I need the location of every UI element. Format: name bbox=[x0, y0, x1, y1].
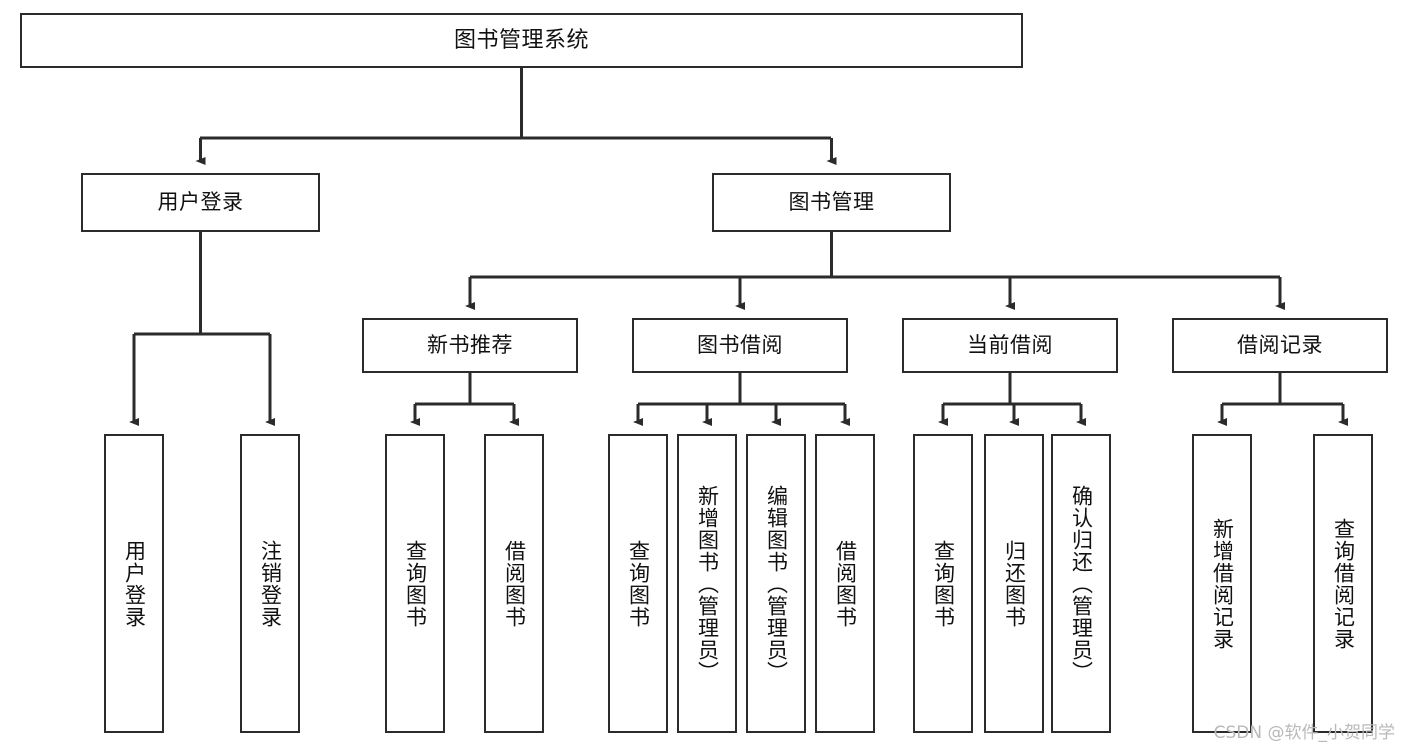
node-user-login[interactable]: 用户登录 bbox=[81, 173, 320, 232]
node-current-borrow[interactable]: 当前借阅 bbox=[902, 318, 1118, 373]
node-root[interactable]: 图书管理系统 bbox=[20, 13, 1023, 68]
leaf-return-book-label: 归还图书 bbox=[1002, 539, 1027, 628]
node-book-borrow-label: 图书借阅 bbox=[697, 333, 783, 358]
leaf-user-login-label: 用户登录 bbox=[122, 539, 147, 628]
node-root-label: 图书管理系统 bbox=[453, 27, 589, 53]
leaf-query-borrow-record-label: 查询借阅记录 bbox=[1331, 517, 1356, 650]
leaf-add-book-label: 新增图书（管理员） bbox=[695, 484, 720, 683]
leaf-add-borrow-record-label: 新增借阅记录 bbox=[1210, 517, 1235, 650]
node-book-manage-label: 图书管理 bbox=[788, 190, 875, 215]
leaf-edit-book[interactable]: 编辑图书（管理员） bbox=[746, 434, 806, 733]
node-book-manage[interactable]: 图书管理 bbox=[712, 173, 951, 232]
leaf-query-book-borrow-label: 查询图书 bbox=[626, 539, 651, 628]
node-book-borrow[interactable]: 图书借阅 bbox=[632, 318, 848, 373]
leaf-edit-book-label: 编辑图书（管理员） bbox=[764, 484, 789, 683]
leaf-query-book-current-label: 查询图书 bbox=[931, 539, 956, 628]
node-borrow-record-label: 借阅记录 bbox=[1237, 333, 1323, 358]
node-borrow-record[interactable]: 借阅记录 bbox=[1172, 318, 1388, 373]
leaf-add-borrow-record[interactable]: 新增借阅记录 bbox=[1192, 434, 1252, 733]
leaf-user-login[interactable]: 用户登录 bbox=[104, 434, 164, 733]
node-new-book-recommendation[interactable]: 新书推荐 bbox=[362, 318, 578, 373]
leaf-logout-label: 注销登录 bbox=[258, 539, 283, 628]
node-user-login-label: 用户登录 bbox=[157, 190, 244, 215]
leaf-borrow-book[interactable]: 借阅图书 bbox=[815, 434, 875, 733]
leaf-return-book[interactable]: 归还图书 bbox=[984, 434, 1044, 733]
leaf-query-book-borrow[interactable]: 查询图书 bbox=[608, 434, 668, 733]
leaf-confirm-return-label: 确认归还（管理员） bbox=[1069, 484, 1094, 683]
csdn-watermark: CSDN @软件_小贺同学 bbox=[1213, 723, 1395, 743]
leaf-add-book[interactable]: 新增图书（管理员） bbox=[677, 434, 737, 733]
leaf-logout[interactable]: 注销登录 bbox=[240, 434, 300, 733]
leaf-query-book-recommendation[interactable]: 查询图书 bbox=[385, 434, 445, 733]
leaf-confirm-return[interactable]: 确认归还（管理员） bbox=[1051, 434, 1111, 733]
leaf-query-book-current[interactable]: 查询图书 bbox=[913, 434, 973, 733]
leaf-borrow-book-recommendation[interactable]: 借阅图书 bbox=[484, 434, 544, 733]
leaf-borrow-book-recommendation-label: 借阅图书 bbox=[502, 539, 527, 628]
leaf-query-borrow-record[interactable]: 查询借阅记录 bbox=[1313, 434, 1373, 733]
node-current-borrow-label: 当前借阅 bbox=[967, 333, 1053, 358]
node-new-book-recommendation-label: 新书推荐 bbox=[427, 333, 513, 358]
leaf-query-book-recommendation-label: 查询图书 bbox=[403, 539, 428, 628]
leaf-borrow-book-label: 借阅图书 bbox=[833, 539, 858, 628]
